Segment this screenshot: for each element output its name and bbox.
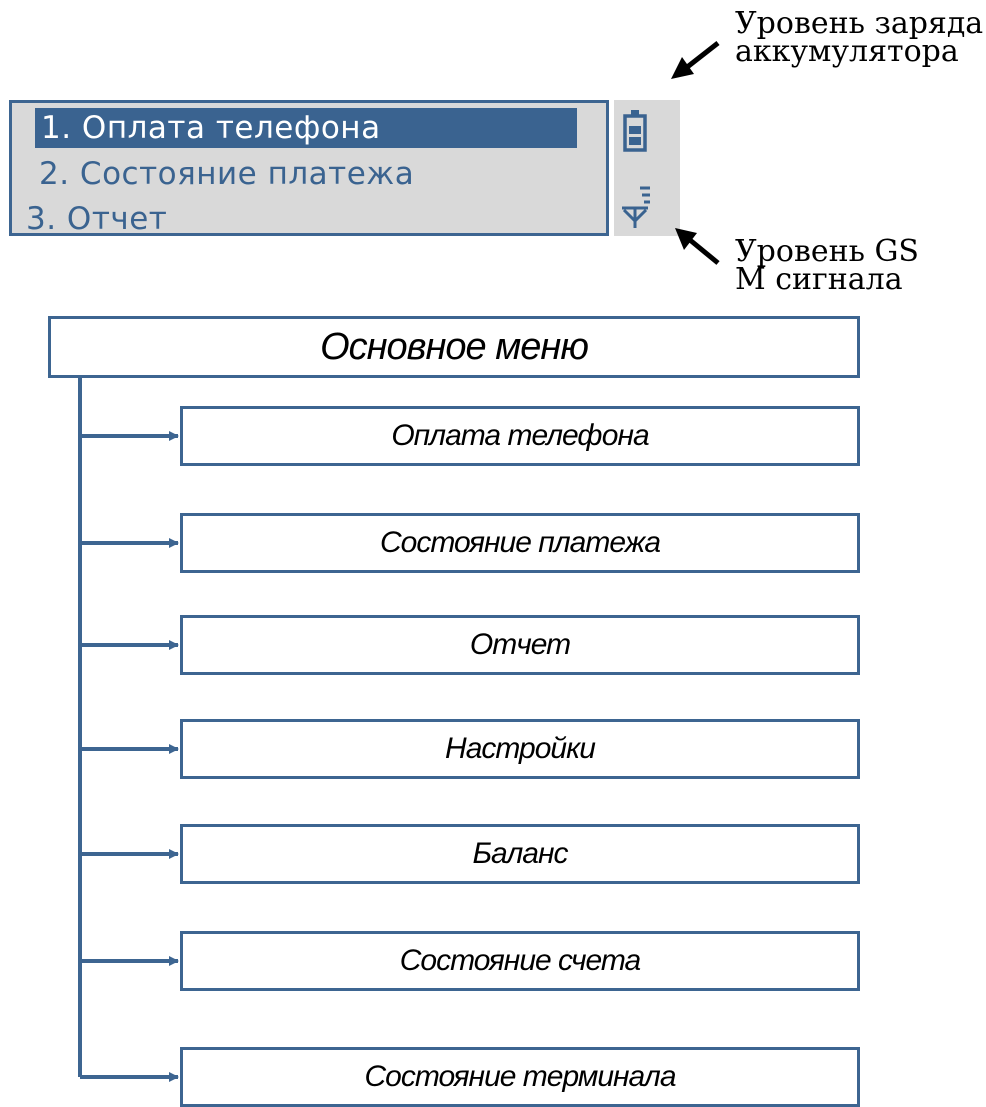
- menu-item-box: Настройки: [180, 719, 860, 779]
- main-menu-root-box: Основное меню: [48, 316, 860, 378]
- menu-item-box: Состояние счета: [180, 931, 860, 991]
- gsm-signal-annotation: Уровень GS M сигнала: [735, 234, 919, 297]
- antenna-signal-icon: [622, 186, 650, 228]
- lcd-menu-item[interactable]: 3. Отчет: [26, 201, 168, 237]
- battery-level-annotation: Уровень заряда аккумулятора: [735, 6, 984, 69]
- menu-item-box: Состояние платежа: [180, 513, 860, 573]
- annotation-arrows: [671, 41, 720, 265]
- lcd-menu-item[interactable]: 2. Состояние платежа: [39, 156, 415, 192]
- signal-pointer-arrow: [675, 228, 720, 265]
- status-panel: [614, 100, 680, 236]
- menu-item-box: Баланс: [180, 824, 860, 884]
- annotation-text: Уровень заряда: [735, 6, 984, 41]
- menu-item-box: Состояние терминала: [180, 1047, 860, 1107]
- battery-pointer-arrow: [671, 41, 720, 79]
- menu-item-box: Оплата телефона: [180, 406, 860, 466]
- battery-icon: [623, 110, 647, 152]
- annotation-text: Уровень GS: [735, 234, 919, 269]
- annotation-text: аккумулятора: [735, 34, 959, 69]
- lcd-screen: 1. Оплата телефона 2. Состояние платежа …: [9, 100, 609, 237]
- annotation-text: M сигнала: [735, 262, 903, 297]
- menu-item-box: Отчет: [180, 615, 860, 675]
- lcd-menu-item-selected[interactable]: 1. Оплата телефона: [35, 108, 577, 148]
